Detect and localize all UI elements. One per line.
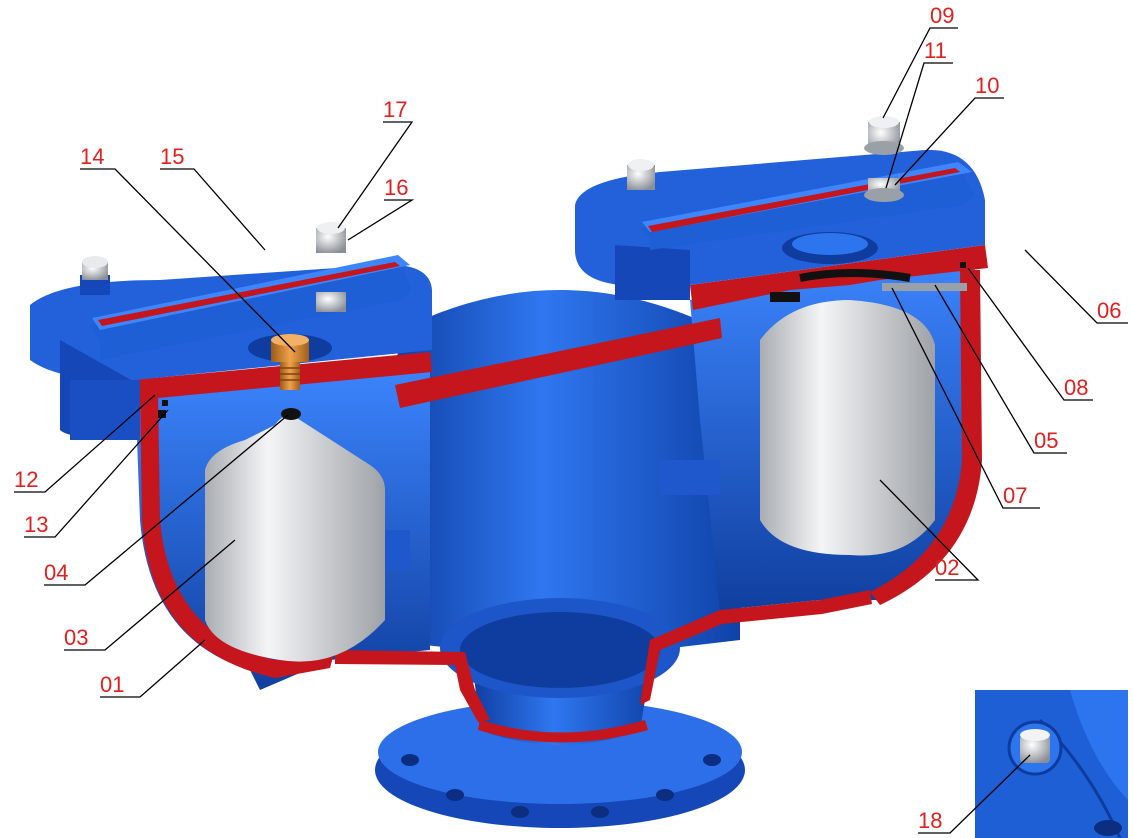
leader-08 — [967, 267, 1093, 401]
callout-14: 14 — [80, 144, 104, 169]
left-float — [205, 408, 385, 662]
bolt-right-front — [627, 159, 655, 190]
leader-01 — [100, 639, 206, 698]
callout-03: 03 — [64, 625, 88, 650]
callout-07: 07 — [1003, 483, 1027, 508]
leader-04 — [44, 414, 289, 586]
callout-05: 05 — [1034, 428, 1058, 453]
leader-02 — [879, 479, 980, 581]
callout-11: 11 — [924, 38, 947, 63]
callout-16: 16 — [384, 175, 408, 200]
leader-13 — [24, 409, 169, 538]
right-float — [760, 300, 935, 556]
callout-18: 18 — [918, 808, 942, 833]
seal-details — [158, 262, 967, 418]
leader-14 — [80, 168, 296, 353]
leader-11 — [885, 62, 953, 189]
leader-05 — [934, 284, 1067, 454]
callout-13: 13 — [24, 512, 48, 537]
leader-16 — [347, 199, 415, 241]
bolt-right-back — [864, 116, 904, 202]
callout-12: 12 — [14, 467, 38, 492]
leader-lines — [14, 27, 1128, 834]
leader-12 — [14, 394, 156, 493]
callout-10: 10 — [975, 73, 999, 98]
callout-labels: 01 02 03 04 05 06 07 08 09 10 11 12 13 1… — [14, 3, 1121, 833]
cover-bolts — [80, 116, 904, 312]
bolt-left-front — [80, 256, 110, 295]
callout-01: 01 — [100, 672, 124, 697]
flange-bolt-holes — [401, 754, 721, 818]
callout-04: 04 — [44, 560, 68, 585]
leader-07 — [891, 287, 1040, 509]
callout-17: 17 — [383, 97, 407, 122]
leader-18 — [918, 754, 1031, 834]
leader-17 — [337, 121, 414, 229]
leader-03 — [64, 539, 236, 651]
callout-06: 06 — [1097, 298, 1121, 323]
leader-09 — [882, 27, 958, 119]
callout-15: 15 — [160, 144, 184, 169]
callout-02: 02 — [935, 555, 959, 580]
leader-10 — [894, 97, 1004, 186]
callout-08: 08 — [1064, 375, 1088, 400]
leader-15 — [160, 168, 266, 251]
leader-06 — [1024, 249, 1128, 324]
drain-plug-detail-inset — [975, 690, 1128, 838]
callout-09: 09 — [930, 3, 954, 28]
bolt-left-back — [316, 222, 346, 312]
